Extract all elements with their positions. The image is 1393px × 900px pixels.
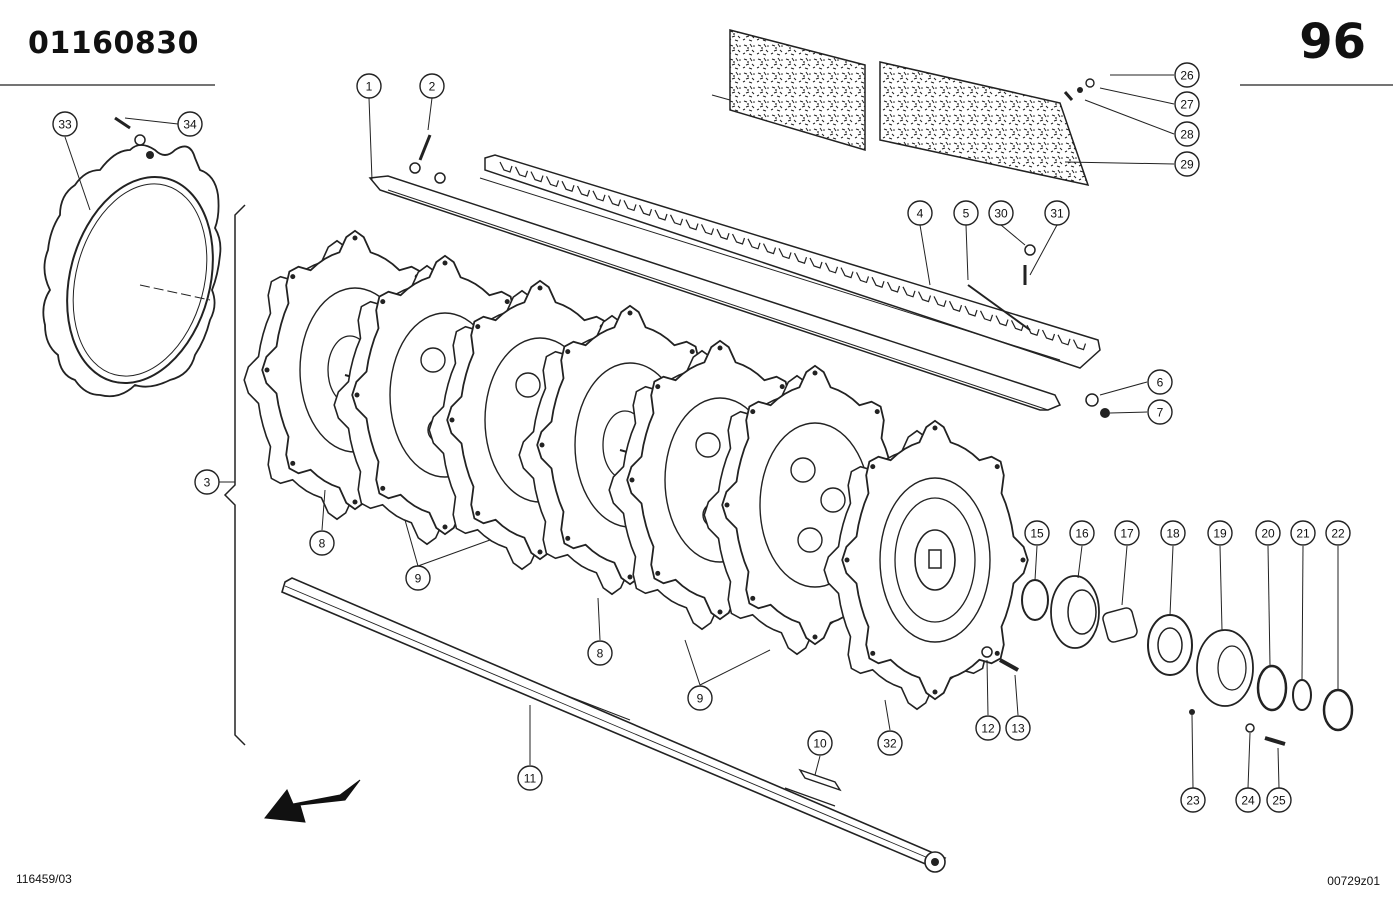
svg-text:21: 21 bbox=[1296, 527, 1310, 541]
callout-12: 12 bbox=[975, 715, 1001, 741]
callout-10: 10 bbox=[807, 730, 833, 756]
callout-8: 8 bbox=[309, 530, 335, 556]
callout-34: 34 bbox=[177, 111, 203, 137]
callout-32: 32 bbox=[877, 730, 903, 756]
svg-text:26: 26 bbox=[1180, 69, 1194, 83]
svg-text:27: 27 bbox=[1180, 98, 1194, 112]
svg-text:29: 29 bbox=[1180, 158, 1194, 172]
svg-text:18: 18 bbox=[1166, 527, 1180, 541]
page-number: 96 bbox=[1299, 14, 1366, 70]
callout-28: 28 bbox=[1174, 121, 1200, 147]
key bbox=[798, 768, 842, 792]
svg-text:33: 33 bbox=[58, 118, 72, 132]
callout-20: 20 bbox=[1255, 520, 1281, 546]
svg-text:22: 22 bbox=[1331, 527, 1345, 541]
callout-9: 9 bbox=[405, 565, 431, 591]
svg-text:25: 25 bbox=[1272, 794, 1286, 808]
drawing-reference-right: 00729z01 bbox=[1327, 874, 1380, 888]
callout-27: 27 bbox=[1174, 91, 1200, 117]
svg-text:30: 30 bbox=[994, 207, 1008, 221]
svg-text:19: 19 bbox=[1213, 527, 1227, 541]
callout-9: 9 bbox=[687, 685, 713, 711]
svg-text:32: 32 bbox=[883, 737, 897, 751]
sprocket-stack bbox=[243, 229, 1029, 711]
svg-text:4: 4 bbox=[917, 207, 924, 221]
svg-text:11: 11 bbox=[524, 772, 537, 786]
shaft bbox=[281, 577, 947, 873]
svg-text:1: 1 bbox=[366, 80, 373, 94]
callout-1: 1 bbox=[356, 73, 382, 99]
svg-text:2: 2 bbox=[429, 80, 436, 94]
callout-31: 31 bbox=[1044, 200, 1070, 226]
callout-2: 2 bbox=[419, 73, 445, 99]
callout-7: 7 bbox=[1147, 399, 1173, 425]
callout-33: 33 bbox=[52, 111, 78, 137]
svg-text:5: 5 bbox=[963, 207, 970, 221]
small-hardware bbox=[409, 78, 1286, 746]
callout-13: 13 bbox=[1005, 715, 1031, 741]
leader-lines bbox=[64, 74, 1339, 789]
guide-plate bbox=[368, 175, 1062, 411]
direction-arrow-icon bbox=[264, 779, 361, 823]
svg-text:10: 10 bbox=[813, 737, 827, 751]
callout-11: 11 bbox=[517, 765, 543, 791]
callout-22: 22 bbox=[1325, 520, 1351, 546]
callout-21: 21 bbox=[1290, 520, 1316, 546]
svg-text:7: 7 bbox=[1157, 406, 1164, 420]
strip-panels bbox=[711, 29, 1090, 187]
callout-8: 8 bbox=[587, 640, 613, 666]
callout-17: 17 bbox=[1114, 520, 1140, 546]
svg-text:20: 20 bbox=[1261, 527, 1275, 541]
drawing-reference-left: 116459/03 bbox=[16, 872, 72, 886]
callout-30: 30 bbox=[988, 200, 1014, 226]
svg-text:13: 13 bbox=[1011, 722, 1025, 736]
callout-6: 6 bbox=[1147, 369, 1173, 395]
svg-text:8: 8 bbox=[319, 537, 326, 551]
bearing-assembly bbox=[1021, 575, 1354, 732]
callout-4: 4 bbox=[907, 200, 933, 226]
callout-24: 24 bbox=[1235, 787, 1261, 813]
svg-text:24: 24 bbox=[1241, 794, 1255, 808]
callout-3: 3 bbox=[194, 469, 220, 495]
single-sprocket-detail bbox=[42, 144, 222, 398]
svg-text:12: 12 bbox=[981, 722, 995, 736]
svg-text:31: 31 bbox=[1050, 207, 1064, 221]
svg-text:6: 6 bbox=[1157, 376, 1164, 390]
callout-25: 25 bbox=[1266, 787, 1292, 813]
callout-29: 29 bbox=[1174, 151, 1200, 177]
callout-5: 5 bbox=[953, 200, 979, 226]
callout-18: 18 bbox=[1160, 520, 1186, 546]
svg-text:34: 34 bbox=[183, 118, 197, 132]
svg-text:3: 3 bbox=[204, 476, 211, 490]
bolt-34 bbox=[114, 116, 154, 159]
callout-23: 23 bbox=[1180, 787, 1206, 813]
sprocket-disc bbox=[823, 419, 1029, 711]
svg-text:17: 17 bbox=[1120, 527, 1134, 541]
svg-text:16: 16 bbox=[1075, 527, 1089, 541]
callout-16: 16 bbox=[1069, 520, 1095, 546]
callout-15: 15 bbox=[1024, 520, 1050, 546]
callout-19: 19 bbox=[1207, 520, 1233, 546]
svg-text:23: 23 bbox=[1186, 794, 1200, 808]
slotted-strip bbox=[479, 154, 1101, 369]
part-number: 01160830 bbox=[28, 26, 199, 61]
svg-text:8: 8 bbox=[597, 647, 604, 661]
svg-text:15: 15 bbox=[1030, 527, 1044, 541]
assembly-bracket bbox=[223, 204, 246, 746]
svg-text:28: 28 bbox=[1180, 128, 1194, 142]
svg-text:9: 9 bbox=[415, 572, 422, 586]
callout-26: 26 bbox=[1174, 62, 1200, 88]
svg-text:9: 9 bbox=[697, 692, 704, 706]
